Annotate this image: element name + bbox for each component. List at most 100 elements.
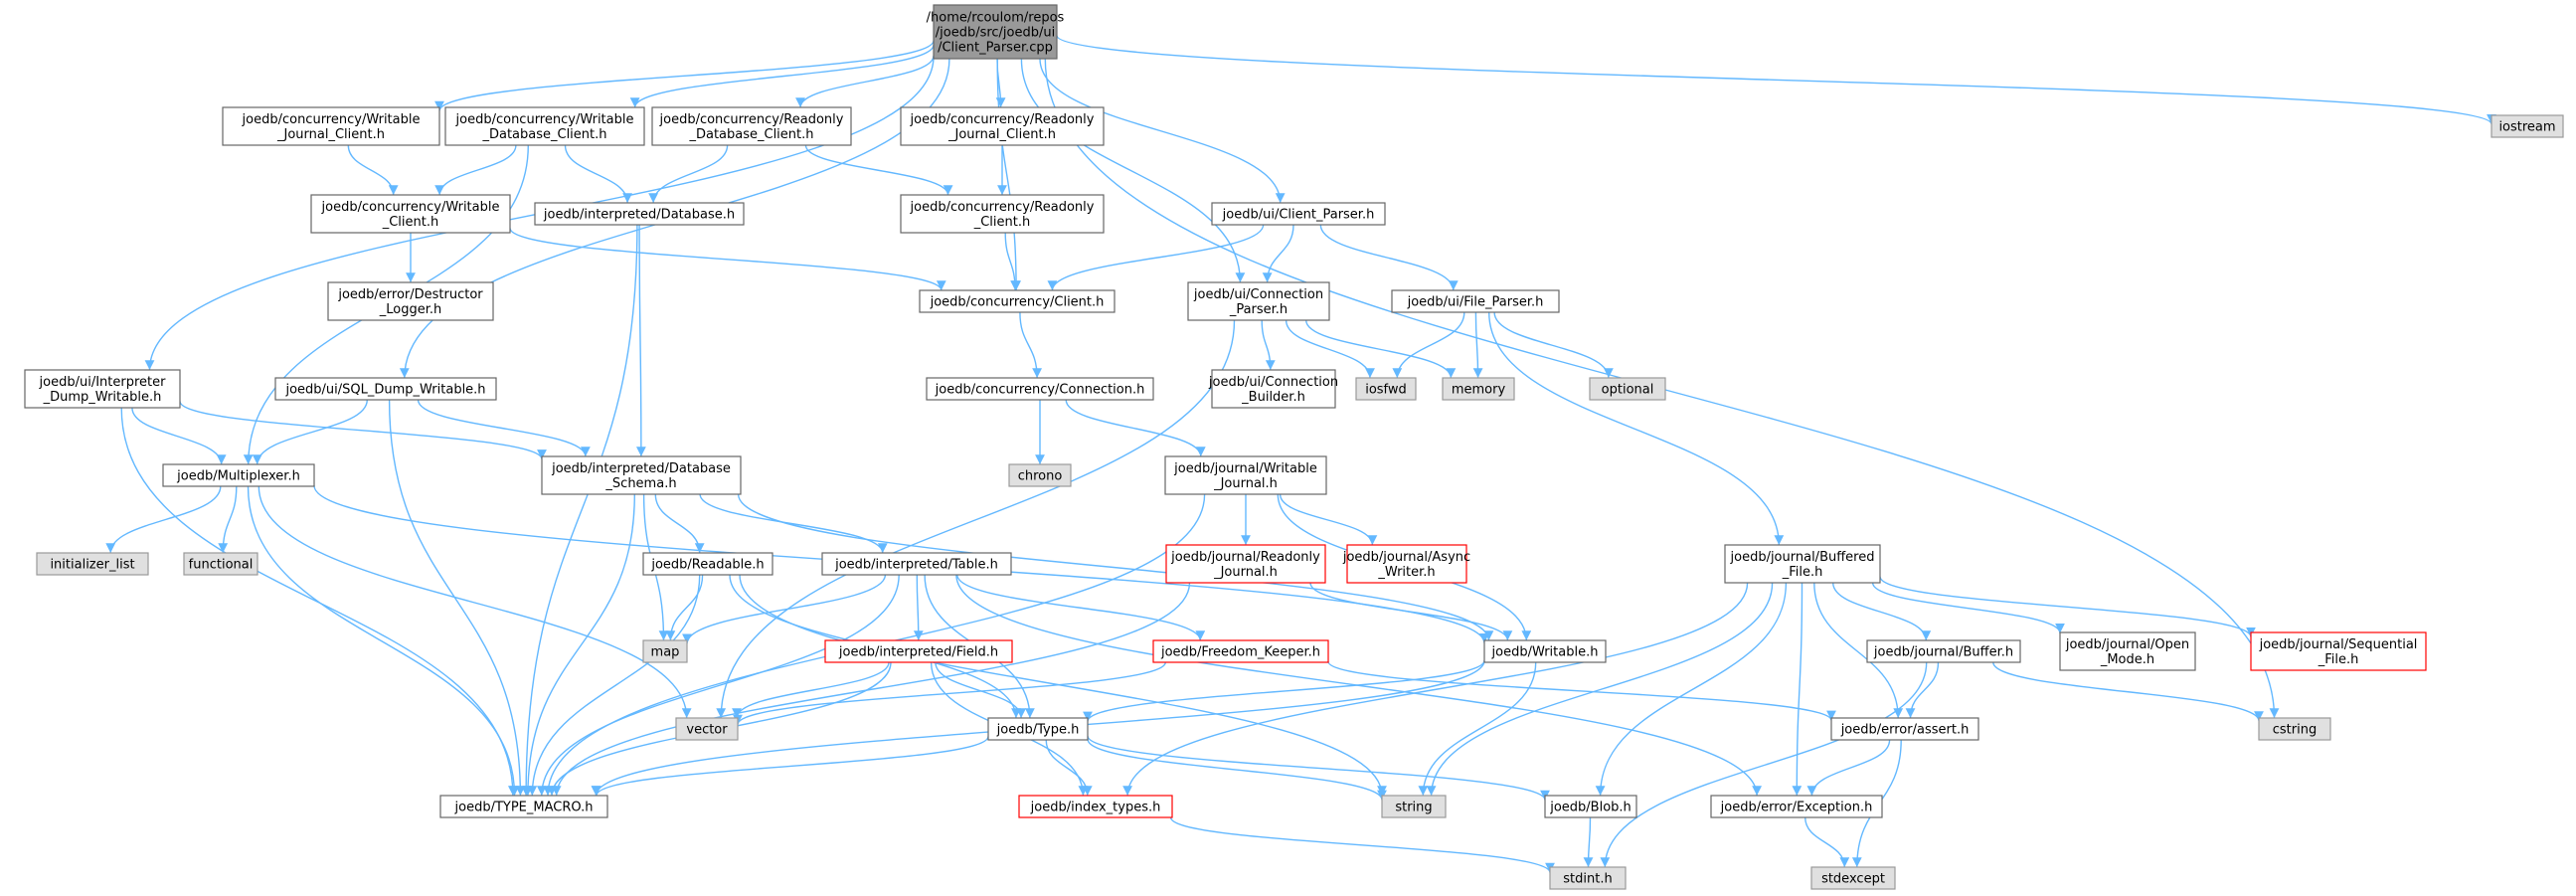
node-file-parser[interactable]: joedb/ui/File_Parser.h (1391, 289, 1560, 313)
edge-interpreted_field-to-vector (732, 661, 890, 719)
node-box (900, 194, 1105, 234)
node-readonly-journal-client[interactable]: joedb/concurrency/Readonly_Journal_Clien… (900, 106, 1105, 146)
node-connection-builder[interactable]: joedb/ui/Connection_Builder.h (1208, 369, 1338, 409)
node-concurrency-connection[interactable]: joedb/concurrency/Connection.h (926, 377, 1154, 401)
node-interpreted-table[interactable]: joedb/interpreted/Table.h (821, 552, 1012, 576)
node-label-line: joedb/journal/Readonly (1170, 550, 1320, 565)
edge-client_parser_cpp-to-readonly_database_client (795, 55, 935, 108)
node-vector: vector (675, 717, 739, 741)
edge-database_schema-to-interpreted_table (699, 493, 888, 554)
node-interpreted-database[interactable]: joedb/interpreted/Database.h (534, 202, 745, 226)
node-writable-h[interactable]: joedb/Writable.h (1483, 639, 1607, 663)
node-type-macro[interactable]: joedb/TYPE_MACRO.h (439, 795, 608, 818)
node-readonly-client[interactable]: joedb/concurrency/Readonly_Client.h (900, 194, 1105, 234)
node-box (1724, 544, 1881, 584)
node-label-line: optional (1602, 383, 1654, 398)
node-label-line: joedb/concurrency/Client.h (930, 295, 1105, 310)
edge-interpreted_table-to-freedom_keeper (956, 574, 1206, 641)
edge-buffered_file-to-string (1426, 582, 1774, 797)
node-label-line: joedb/interpreted/Database (551, 461, 731, 476)
node-box (1483, 639, 1607, 663)
edge-sql_dump_writable-to-database_schema (417, 399, 591, 457)
edge-writable_journal_client-to-writable_client (347, 144, 399, 196)
node-interpreted-field[interactable]: joedb/interpreted/Field.h (824, 639, 1013, 663)
edge-connection_parser-to-memory (1305, 319, 1457, 379)
node-interpreter-dump-writable[interactable]: joedb/ui/Interpreter_Dump_Writable.h (24, 369, 181, 409)
node-journal-buffer[interactable]: joedb/journal/Buffer.h (1866, 639, 2021, 663)
node-error-assert[interactable]: joedb/error/assert.h (1830, 717, 1979, 741)
node-destructor-logger[interactable]: joedb/error/Destructor_Logger.h (327, 281, 494, 321)
edge-type_h-to-index_types (1045, 739, 1093, 797)
edge-index_types-to-stdint (1169, 816, 1555, 873)
node-label-line: _Builder.h (1241, 390, 1305, 405)
edge-database_schema-to-type_macro (523, 493, 635, 797)
node-label-line: joedb/journal/Open (2065, 637, 2189, 652)
node-box (2059, 631, 2196, 671)
node-writable-database-client[interactable]: joedb/concurrency/Writable_Database_Clie… (444, 106, 645, 146)
edge-connection_parser-to-connection_builder (1261, 319, 1276, 371)
node-label-line: stdint.h (1563, 872, 1612, 887)
node-box (900, 106, 1105, 146)
edge-client_parser_cpp-to-ui_client_parser_h (1039, 58, 1286, 204)
node-box (1391, 289, 1560, 313)
node-box (36, 552, 149, 576)
edge-readonly_journal-to-writable_h (1309, 582, 1513, 641)
node-open-mode[interactable]: joedb/journal/Open_Mode.h (2059, 631, 2196, 671)
node-box (1830, 717, 1979, 741)
node-buffered-file[interactable]: joedb/journal/Buffered_File.h (1724, 544, 1881, 584)
node-database-schema[interactable]: joedb/interpreted/Database_Schema.h (541, 455, 742, 495)
node-readonly-database-client[interactable]: joedb/concurrency/Readonly_Database_Clie… (651, 106, 852, 146)
node-concurrency-client[interactable]: joedb/concurrency/Client.h (919, 289, 1116, 313)
node-label-line: _Writer.h (1377, 565, 1435, 580)
edge-readonly_journal-to-type_macro (551, 582, 1191, 797)
node-label-line: /home/rcoulom/repos (927, 11, 1065, 26)
node-label-line: _Client.h (973, 215, 1031, 230)
node-map: map (642, 639, 688, 663)
node-blob[interactable]: joedb/Blob.h (1544, 795, 1637, 818)
node-label-line: _File.h (1782, 565, 1823, 580)
node-functional: functional (183, 552, 258, 576)
edge-readonly_client-to-concurrency_client (1004, 232, 1020, 291)
node-readable[interactable]: joedb/Readable.h (642, 552, 773, 576)
node-box (821, 552, 1012, 576)
node-ui-client-parser-h[interactable]: joedb/ui/Client_Parser.h (1211, 202, 1386, 226)
edge-journal_buffer-to-error_assert (1905, 661, 1940, 719)
node-box (24, 369, 181, 409)
node-label-line: joedb/Readable.h (650, 558, 764, 573)
node-type-h[interactable]: joedb/Type.h (987, 717, 1089, 741)
node-label-line: map (651, 645, 680, 660)
node-box (1589, 377, 1666, 401)
edge-concurrency_client-to-concurrency_connection (1019, 311, 1042, 379)
node-sql-dump-writable[interactable]: joedb/ui/SQL_Dump_Writable.h (274, 377, 497, 401)
node-writable-journal-client[interactable]: joedb/concurrency/Writable_Journal_Clien… (222, 106, 440, 146)
edge-buffered_file-to-blob (1595, 582, 1788, 797)
node-writable-journal[interactable]: joedb/journal/Writable_Journal.h (1164, 455, 1327, 495)
node-readonly-journal[interactable]: joedb/journal/Readonly_Journal.h (1165, 544, 1326, 584)
node-label-line: joedb/journal/Sequential (2259, 637, 2418, 652)
edge-buffered_file-to-index_types (1122, 582, 1749, 797)
edge-interpreter_dump_writable-to-database_schema (179, 401, 547, 460)
edge-buffered_file-to-error_assert (1813, 582, 1904, 719)
node-freedom-keeper[interactable]: joedb/Freedom_Keeper.h (1152, 639, 1329, 663)
node-label-line: joedb/error/Destructor (337, 287, 483, 302)
edge-error_assert-to-error_exception (1806, 739, 1891, 797)
node-label-line: joedb/concurrency/Writable (455, 112, 634, 127)
edge-ui_client_parser_h-to-file_parser (1319, 224, 1459, 291)
node-index-types[interactable]: joedb/index_types.h (1018, 795, 1173, 818)
node-multiplexer[interactable]: joedb/Multiplexer.h (162, 463, 315, 487)
node-error-exception[interactable]: joedb/error/Exception.h (1710, 795, 1883, 818)
edge-journal_buffer-to-stdint (1600, 661, 1928, 868)
node-sequential-file[interactable]: joedb/journal/Sequential_File.h (2250, 631, 2427, 671)
node-async-writer[interactable]: joedb/journal/Async_Writer.h (1342, 544, 1470, 584)
node-box (1810, 866, 1896, 890)
node-label-line: vector (686, 723, 728, 738)
node-label-line: /joedb/src/joedb/ui (936, 26, 1056, 41)
edge-type_h-to-blob (1087, 735, 1550, 801)
node-writable-client[interactable]: joedb/concurrency/Writable_Client.h (310, 194, 511, 234)
node-label-line: _Journal_Client.h (947, 127, 1056, 142)
node-label-line: joedb/index_types.h (1030, 801, 1161, 815)
node-box (183, 552, 258, 576)
edge-file_parser-to-iosfwd (1392, 311, 1465, 379)
node-box (987, 717, 1089, 741)
node-connection-parser[interactable]: joedb/ui/Connection_Parser.h (1187, 281, 1330, 321)
